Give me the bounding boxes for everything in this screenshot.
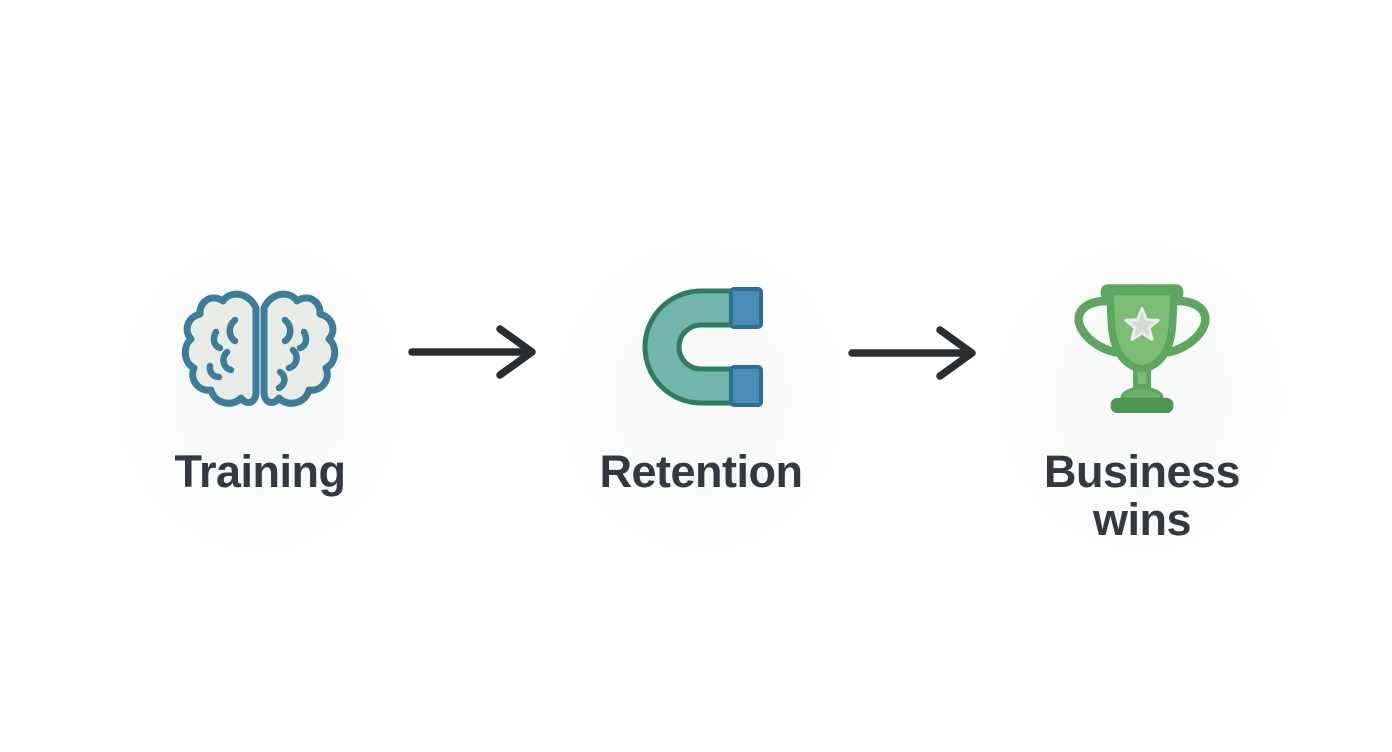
step-business-wins: Business wins [982,235,1302,565]
step-label-retention: Retention [599,446,804,497]
trophy-icon [1074,284,1210,414]
step-training: Training [100,235,420,565]
arrow-right-icon [408,325,536,379]
magnet-icon [642,287,763,407]
brain-icon [181,290,339,407]
arrow-right-icon [848,326,976,380]
step-label-business-wins: Business wins [1043,446,1241,545]
step-retention: Retention [541,235,861,565]
step-label-training: Training [174,446,346,497]
step-halo [110,235,410,560]
star-icon [1124,307,1160,341]
